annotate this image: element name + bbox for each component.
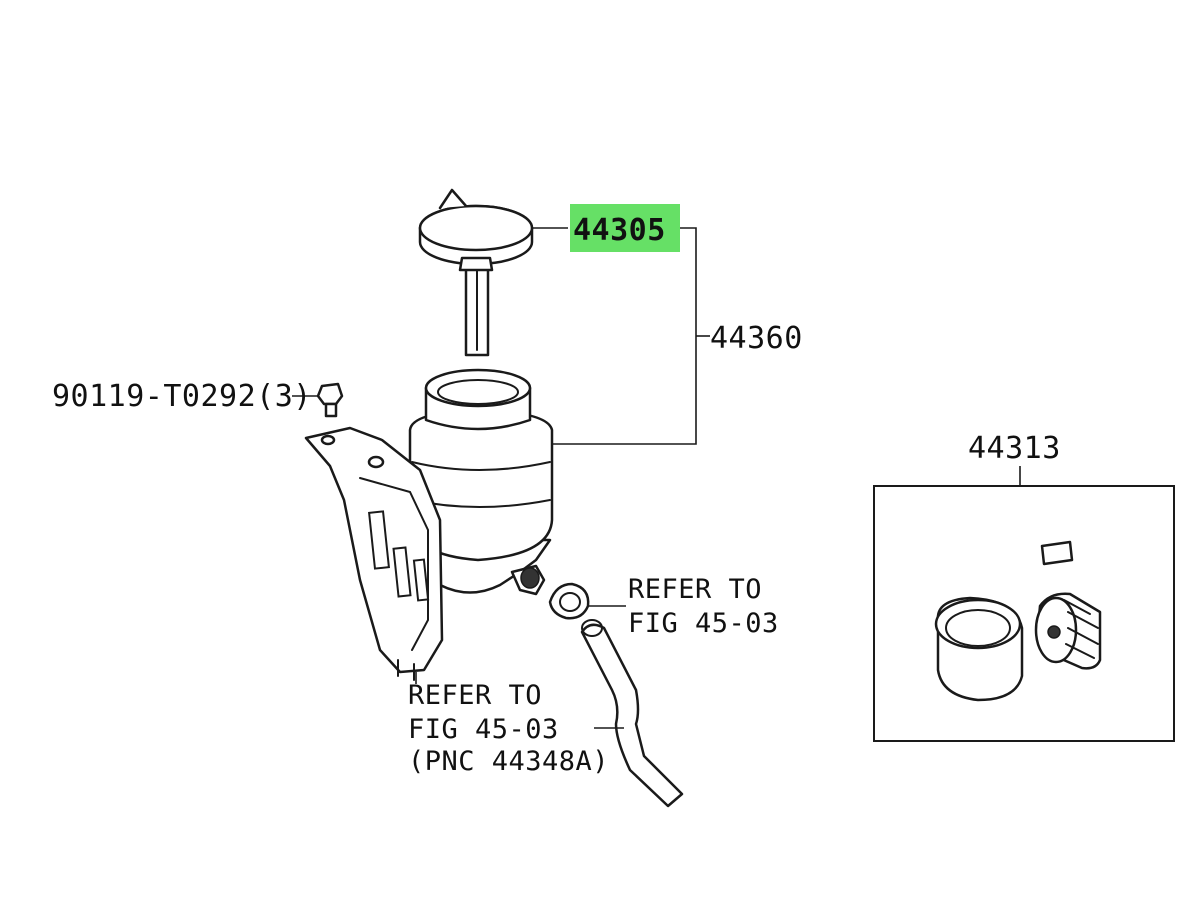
- ref-hose-line-1: REFER TO: [408, 680, 542, 711]
- cap-drawing: [418, 188, 534, 357]
- bolt-drawing: [316, 382, 344, 418]
- hose-drawing: [580, 619, 684, 808]
- part-label-44360[interactable]: 44360: [710, 321, 803, 356]
- part-label-90119[interactable]: 90119-T0292(3): [52, 379, 312, 414]
- ref-hose-line-2[interactable]: FIG 45-03: [408, 714, 559, 745]
- part-label-44313[interactable]: 44313: [968, 431, 1061, 466]
- leader-lines: [292, 227, 1021, 729]
- repair-kit-drawing: [934, 540, 1102, 702]
- ref-clamp-line-2[interactable]: FIG 45-03: [628, 608, 779, 639]
- clamp-drawing: [548, 582, 590, 620]
- ref-hose-line-3: (PNC 44348A): [408, 746, 609, 777]
- repair-kit-box: [873, 485, 1175, 742]
- part-label-44305[interactable]: 44305: [573, 213, 666, 248]
- bracket-drawing: [304, 426, 444, 681]
- ref-clamp-line-1: REFER TO: [628, 574, 762, 605]
- highlight-44305: [570, 204, 680, 252]
